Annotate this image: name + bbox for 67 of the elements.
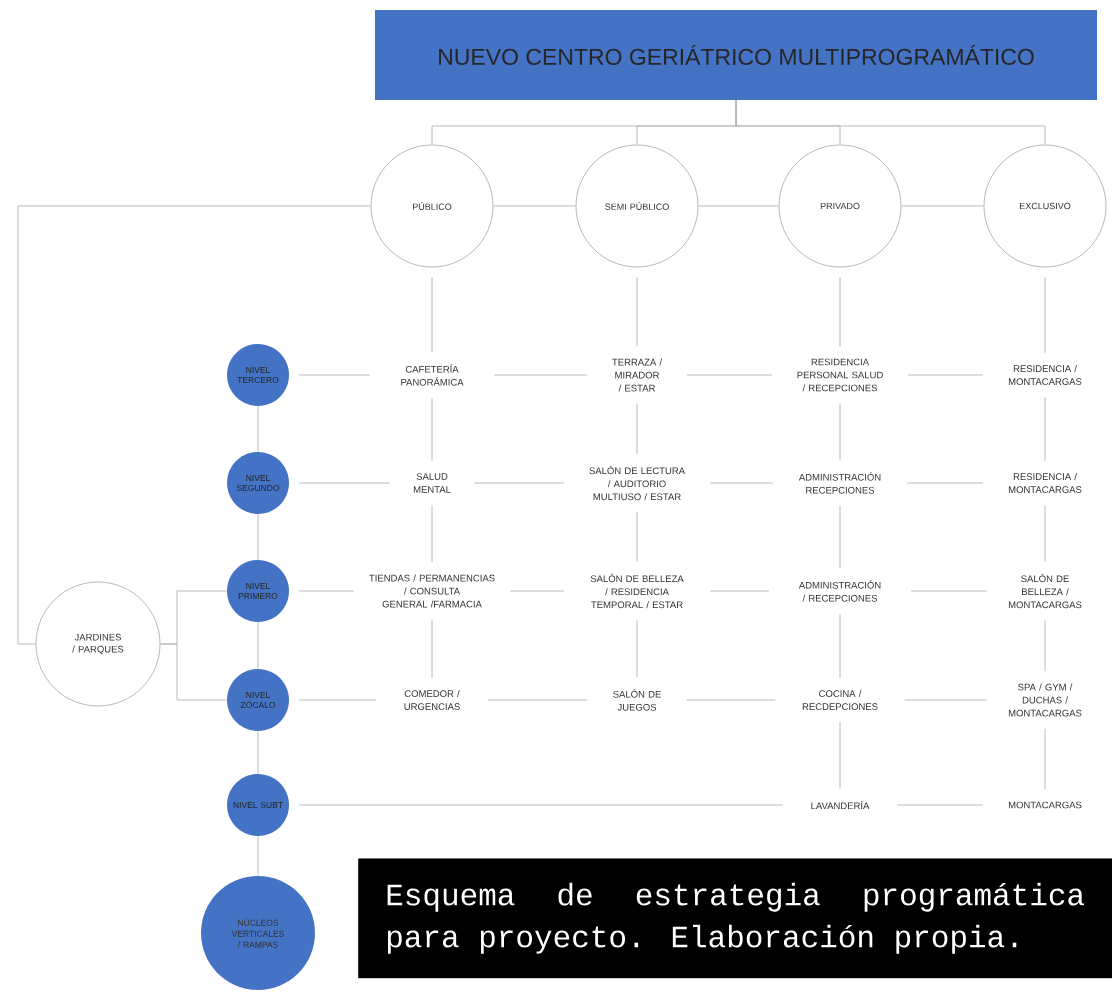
caption-box: Esquema de estrategia programática para proyecto. Elaboración propia. (358, 858, 1112, 979)
connector-line (907, 374, 984, 376)
connector-line (839, 403, 841, 461)
connector-line (431, 504, 433, 563)
connector-line (298, 804, 784, 806)
connector-line (431, 276, 433, 353)
connector-line (636, 403, 638, 455)
program-text: TERRAZA / MIRADOR / ESTAR (612, 358, 663, 392)
connector-line (839, 505, 841, 569)
connector-line (298, 699, 377, 701)
program-text: SALÓN DE BELLEZA / MONTACARGAS (1008, 573, 1082, 609)
connector-line (839, 613, 841, 679)
connector-line (709, 482, 774, 484)
connector-line (257, 835, 259, 877)
program-text: RESIDENCIA / MONTACARGAS (1008, 365, 1082, 385)
connector-line (904, 699, 988, 701)
connector-line (686, 374, 773, 376)
program-text: ADMINISTRACIÓN / RECEPCIONES (798, 580, 881, 602)
connector-line (1044, 276, 1046, 354)
connector-line (896, 804, 984, 806)
program-text: SALÓN DE BELLEZA / RESIDENCIA TEMPORAL / ESTAR (590, 573, 684, 609)
program-text: LAVANDERÍA (811, 800, 870, 810)
program-text: SPA / GYM / DUCHAS / MONTACARGAS (1008, 683, 1082, 717)
connector-line (298, 590, 355, 592)
connector-line (17, 205, 372, 645)
connector-line (709, 590, 770, 592)
connector-line (686, 699, 776, 701)
program-text: SALÓN DE LECTURA / AUDITORIO MULTIUSO / ESTAR (589, 465, 685, 501)
program-text: ADMINISTRACIÓN RECEPCIONES (798, 472, 881, 494)
connector-line (257, 730, 259, 775)
connector-line (298, 482, 391, 484)
connector-line (159, 643, 228, 701)
connector-line (509, 590, 565, 592)
connector-line (1044, 504, 1046, 563)
program-text: RESIDENCIA PERSONAL SALUD / RECEPCIONES (797, 358, 883, 392)
program-text: SALUD MENTAL (413, 473, 451, 493)
connector-line (910, 590, 988, 592)
program-text: RESIDENCIA / MONTACARGAS (1008, 473, 1082, 493)
title-box: NUEVO CENTRO GERIÁTRICO MULTIPROGRAMÁTICO (375, 10, 1097, 100)
connector-line (1044, 396, 1046, 462)
connector-line (431, 619, 433, 679)
connector-line (493, 374, 588, 376)
connector-line (906, 482, 984, 484)
program-text: COMEDOR / URGENCIAS (404, 690, 460, 710)
program-text: TIENDAS / PERMANENCIAS / CONSULTA GENERAL /FARMACIA (369, 574, 495, 608)
connector-line (1044, 728, 1046, 790)
connector-line (257, 621, 259, 670)
connector-line (636, 619, 638, 678)
connector-line (473, 482, 565, 484)
connector-line (257, 513, 259, 561)
connector-line (900, 205, 985, 207)
connector-line (1044, 619, 1046, 672)
connector-line (257, 405, 259, 453)
connector-line (431, 397, 433, 462)
connector-line (697, 205, 780, 207)
connector-line (735, 99, 1046, 146)
connector-line (492, 205, 577, 207)
connector-line (636, 511, 638, 563)
connector-line (636, 276, 638, 347)
program-text: SALÓN DE JUEGOS (613, 689, 661, 711)
program-text: MONTACARGAS (1008, 801, 1082, 809)
program-text: COCINA / RECDEPCIONES (802, 690, 878, 710)
connector-line (487, 699, 588, 701)
connector-line (839, 276, 841, 347)
connector-line (298, 374, 371, 376)
connector-line (839, 721, 841, 790)
program-text: CAFETERÍA PANORÁMICA (401, 364, 464, 386)
